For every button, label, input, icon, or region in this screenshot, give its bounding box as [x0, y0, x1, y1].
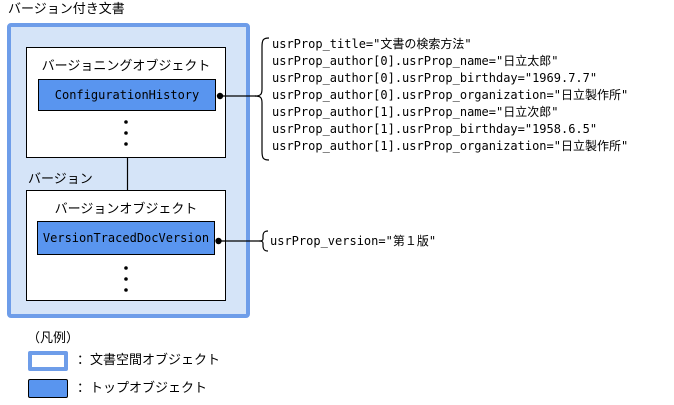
property-line: usrProp_author[0].usrProp_name="日立太郎": [272, 54, 559, 68]
version-traced-doc-version-object: VersionTracedDocVersion: [37, 221, 215, 255]
property-line: usrProp_author[1].usrProp_name="日立次郎": [272, 105, 559, 119]
document-space-object-swatch: [28, 351, 68, 371]
versioning-object-label: バージョニングオブジェクト: [41, 59, 211, 74]
curly-brace-bottom-icon: [259, 230, 269, 252]
page-title: バージョン付き文書: [8, 2, 125, 17]
top-properties-list: usrProp_title="文書の検索方法" usrProp_author[0…: [272, 36, 628, 155]
property-line: usrProp_version="第１版": [270, 234, 437, 248]
legend-title: （凡例）: [27, 331, 80, 346]
version-object-label: バージョンオブジェクト: [54, 202, 198, 217]
configuration-history-object: ConfigurationHistory: [38, 79, 216, 111]
property-line: usrProp_author[1].usrProp_organization="…: [272, 139, 629, 153]
property-line: usrProp_title="文書の検索方法": [272, 37, 472, 51]
top-object-swatch: [28, 379, 68, 398]
legend-label-document-space: ：文書空間オブジェクト: [77, 353, 221, 368]
curly-brace-top-icon: [254, 37, 270, 161]
version-edge-label: バージョン: [28, 172, 93, 187]
property-line: usrProp_author[1].usrProp_birthday="1958…: [272, 122, 598, 136]
legend-label-top-object: ：トップオブジェクト: [77, 381, 208, 396]
property-line: usrProp_author[0].usrProp_organization="…: [272, 88, 629, 102]
property-line: usrProp_author[0].usrProp_birthday="1969…: [272, 71, 598, 85]
bottom-properties-list: usrProp_version="第１版": [270, 233, 436, 250]
